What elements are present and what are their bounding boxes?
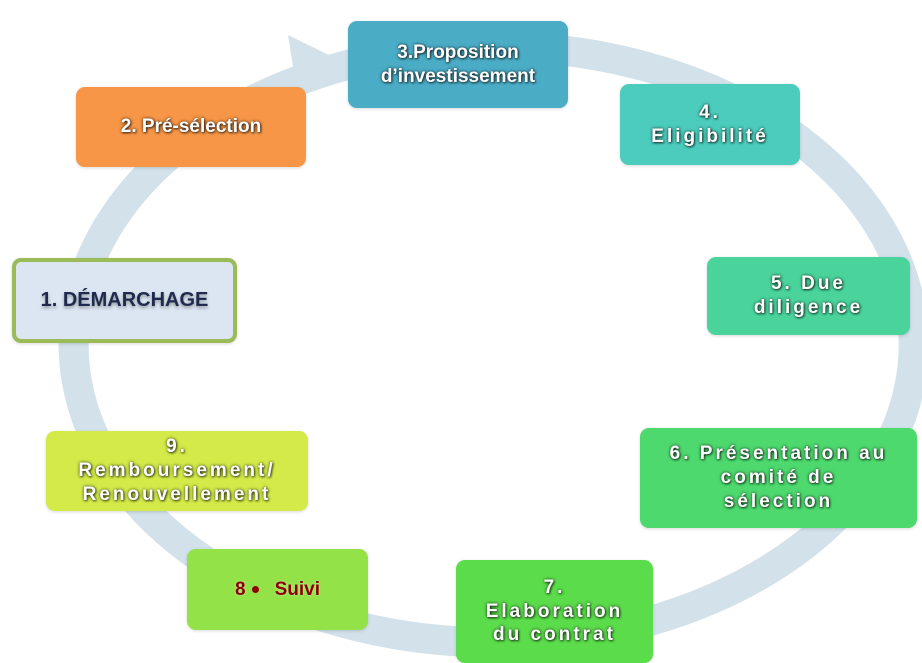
step-4-eligibility: 4. Eligibilité	[620, 84, 800, 165]
step-8-follow-up: 8 Suivi	[187, 549, 368, 630]
step-8-number: 8	[235, 578, 246, 600]
step-3-investment-proposal: 3.Proposition d’investissement	[348, 21, 568, 108]
step-6-committee-presentation: 6. Présentation au comité de sélection	[640, 428, 917, 528]
step-7-label: 7. Elaboration du contrat	[485, 576, 624, 646]
step-1-prospecting: 1. DÉMARCHAGE	[12, 258, 237, 343]
step-7-contract-drafting: 7. Elaboration du contrat	[456, 560, 653, 663]
step-4-label: 4. Eligibilité	[651, 101, 769, 147]
step-8-label: Suivi	[274, 578, 320, 600]
step-5-label: 5. Due diligence	[753, 273, 864, 318]
step-2-pre-selection: 2. Pré-sélection	[76, 87, 306, 167]
bullet-dot-icon	[251, 586, 259, 593]
step-6-label: 6. Présentation au comité de sélection	[669, 443, 888, 512]
cycle-arrowhead	[288, 35, 335, 98]
step-5-due-diligence: 5. Due diligence	[707, 257, 910, 335]
step-9-label: 9. Remboursement/ Renouvellement	[78, 436, 276, 505]
step-2-label: 2. Pré-sélection	[120, 116, 262, 138]
step-9-repayment-renewal: 9. Remboursement/ Renouvellement	[46, 431, 308, 511]
step-1-label: 1. DÉMARCHAGE	[40, 289, 209, 311]
step-3-label: 3.Proposition d’investissement	[380, 41, 536, 87]
